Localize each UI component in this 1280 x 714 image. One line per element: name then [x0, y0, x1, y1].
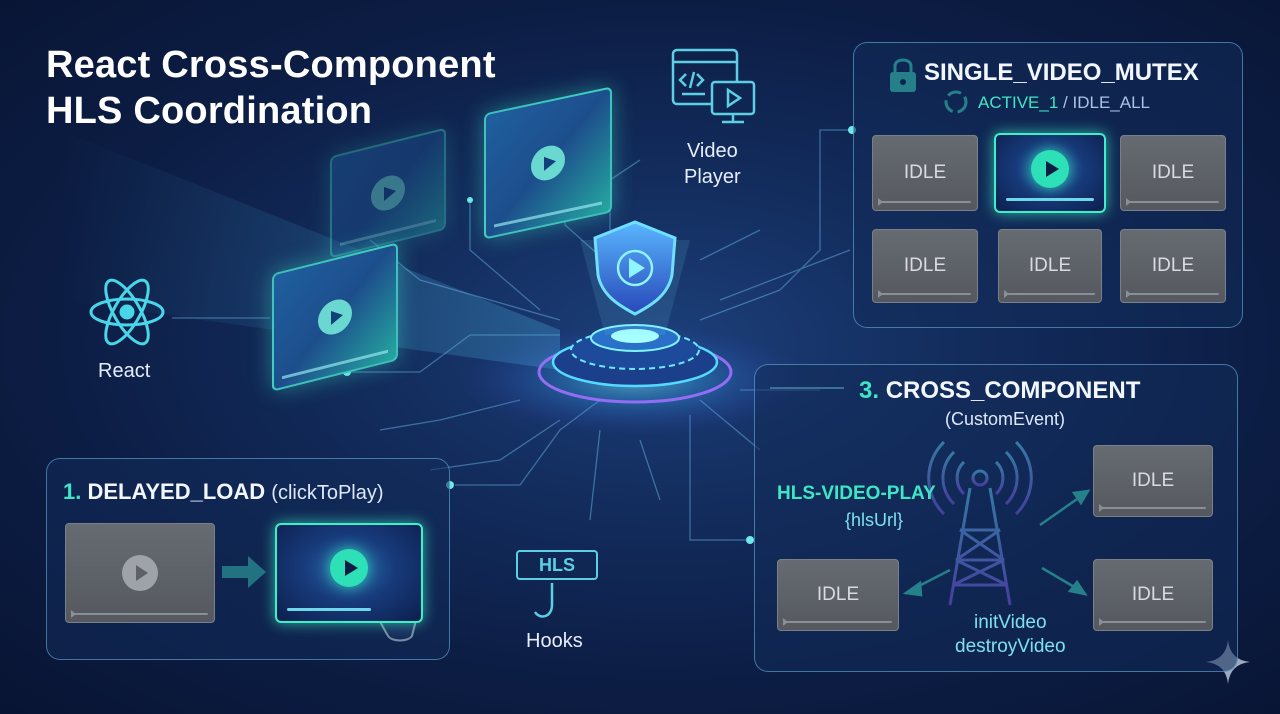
video-thumbnail-loaded[interactable]	[275, 523, 423, 623]
mutex-panel: SINGLE_VIDEO_MUTEX ACTIVE_1 / IDLE_ALL I…	[853, 42, 1243, 328]
mutex-tile-active[interactable]	[994, 133, 1106, 213]
title-line-1: React Cross-Component	[46, 44, 496, 86]
event-actions: initVideo destroyVideo	[955, 611, 1066, 659]
cross-tile-idle: IDLE	[1093, 445, 1213, 517]
video-thumbnail-unloaded	[65, 523, 215, 623]
video-player-label: Video Player	[684, 140, 741, 188]
cross-component-subtitle: (CustomEvent)	[945, 409, 1066, 429]
react-icon	[89, 278, 165, 346]
event-name: HLS-VIDEO-PLAY	[777, 483, 936, 504]
cross-tile-idle: IDLE	[1093, 559, 1213, 631]
action-init-video: initVideo	[974, 612, 1047, 633]
mutex-title: SINGLE_VIDEO_MUTEX	[924, 59, 1199, 86]
delayed-load-panel: 1. DELAYED_LOAD (clickToPlay)	[46, 458, 450, 660]
title-line-2: HLS Coordination	[46, 90, 373, 132]
mutex-status: ACTIVE_1 / IDLE_ALL	[978, 93, 1150, 112]
hls-badge-icon: HLS	[516, 550, 598, 580]
cross-component-panel: 3. CROSS_COMPONENT (CustomEvent) HLS-VID…	[754, 364, 1238, 672]
mutex-tile-idle: IDLE	[998, 229, 1102, 303]
hooks-label: Hooks	[526, 630, 583, 652]
delayed-load-heading: 1. DELAYED_LOAD (clickToPlay)	[63, 479, 384, 504]
play-icon	[122, 555, 158, 591]
play-icon	[1031, 150, 1069, 189]
mutex-tile-idle: IDLE	[872, 229, 978, 303]
page-title: React Cross-Component HLS Coordination	[46, 42, 496, 134]
video-player-icon	[671, 48, 756, 124]
cross-tile-idle: IDLE	[777, 559, 899, 631]
action-destroy-video: destroyVideo	[955, 636, 1066, 657]
play-icon	[330, 549, 368, 588]
hook-icon	[533, 583, 554, 618]
mutex-tile-idle: IDLE	[1120, 229, 1226, 303]
event-param: {hlsUrl}	[845, 510, 904, 530]
react-label: React	[98, 360, 151, 382]
cross-component-heading: 3. CROSS_COMPONENT	[859, 377, 1141, 404]
mutex-tile-idle: IDLE	[872, 135, 978, 211]
mutex-tile-idle: IDLE	[1120, 135, 1226, 211]
